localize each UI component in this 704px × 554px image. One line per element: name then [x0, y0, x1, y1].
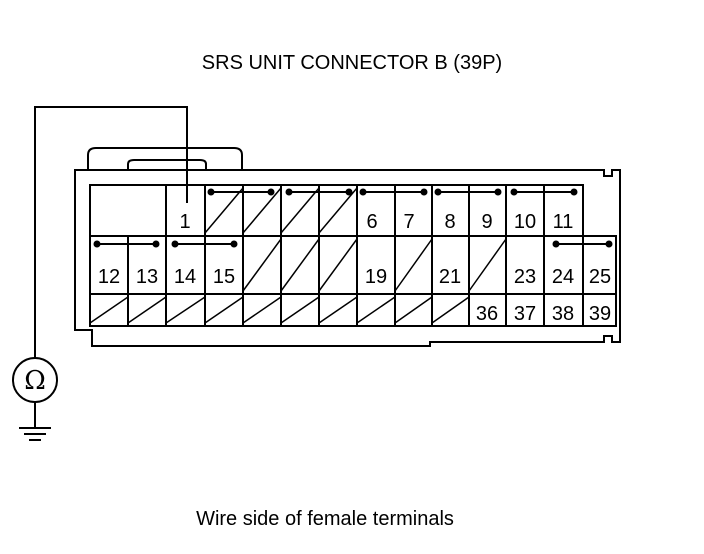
terminal-6: 6 [366, 211, 377, 233]
connector-housing [74, 169, 621, 347]
terminal-24: 24 [552, 266, 574, 288]
diagram-caption: Wire side of female terminals [196, 508, 454, 530]
diagram-title: SRS UNIT CONNECTOR B (39P) [201, 52, 503, 74]
probe-wire [12, 106, 188, 441]
terminal-labels: 1 6 7 8 9 10 11 12 13 14 15 19 21 23 24 … [98, 211, 611, 325]
terminal-grid [89, 184, 617, 327]
terminal-13: 13 [136, 266, 158, 288]
terminal-14: 14 [174, 266, 196, 288]
shorting-bars [93, 188, 613, 248]
terminal-12: 12 [98, 266, 120, 288]
terminal-36: 36 [476, 303, 498, 325]
terminal-38: 38 [552, 303, 574, 325]
terminal-7: 7 [403, 211, 414, 233]
empty-cavities [89, 187, 507, 324]
terminal-9: 9 [481, 211, 492, 233]
terminal-37: 37 [514, 303, 536, 325]
terminal-10: 10 [514, 211, 536, 233]
terminal-11: 11 [553, 211, 574, 233]
terminal-15: 15 [213, 266, 235, 288]
terminal-25: 25 [589, 266, 611, 288]
connector-latch [87, 147, 243, 170]
terminal-39: 39 [589, 303, 611, 325]
connector-latch-inner [127, 159, 207, 170]
terminal-23: 23 [514, 266, 536, 288]
ohm-symbol: Ω [24, 366, 46, 396]
terminal-1: 1 [179, 211, 190, 233]
terminal-19: 19 [365, 266, 387, 288]
terminal-21: 21 [439, 266, 461, 288]
terminal-8: 8 [444, 211, 455, 233]
